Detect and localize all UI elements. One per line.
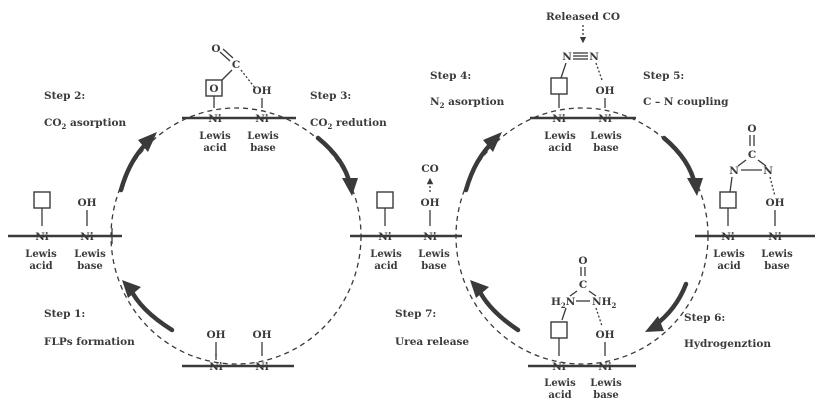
svg-text:Urea release: Urea release: [395, 336, 469, 348]
lewis-acid-label-line1: Lewis: [199, 131, 231, 142]
oxygen-atom: O: [578, 255, 587, 267]
lewis-base-label-line1: Lewis: [418, 249, 450, 260]
lewis-acid-label-line2: acid: [29, 261, 52, 272]
ni-atom: Ni: [423, 231, 437, 243]
svg-text:CO2 redution: CO2 redution: [310, 117, 387, 131]
lewis-base-label-line2: base: [593, 390, 618, 401]
carbon-atom: C: [579, 279, 587, 291]
svg-text:Step 5:: Step 5:: [643, 70, 684, 82]
ni-atom: Ni: [255, 113, 269, 125]
oh-group: OH: [765, 197, 784, 209]
step-1-label: Step 1: FLPs formation: [44, 308, 135, 348]
carbon-atom: C: [232, 59, 240, 71]
svg-text:N2 asorption: N2 asorption: [430, 96, 505, 110]
lewis-base-label-line1: Lewis: [590, 378, 622, 389]
oh-group: OH: [595, 85, 614, 97]
lewis-acid-label-line2: acid: [717, 261, 740, 272]
complex-middle-co-release: Ni CO OH Ni Lewis acid Lewis base: [350, 163, 462, 272]
complex-right-cn-coupled: O C N N Ni OH Ni Lewis acid Lewis base: [695, 123, 815, 272]
lewis-base-label-line2: base: [250, 143, 275, 154]
svg-text:FLPs formation: FLPs formation: [44, 336, 135, 348]
lewis-base-label-line1: Lewis: [590, 131, 622, 142]
lewis-acid-label-line1: Lewis: [370, 249, 402, 260]
lewis-base-label-line1: Lewis: [74, 249, 106, 260]
oh-group: OH: [420, 197, 439, 209]
step-3-label: Step 3: CO2 redution: [310, 90, 387, 131]
complex-left-fresh: Ni OH Ni Lewis acid Lewis base: [8, 191, 122, 272]
left-cycle-arrow-step3: [315, 135, 358, 196]
lewis-acid-label-line1: Lewis: [25, 249, 57, 260]
lewis-base-label-line2: base: [593, 143, 618, 154]
oxygen-atom: O: [211, 43, 220, 55]
oh-group: OH: [77, 197, 96, 209]
lewis-base-label-line2: base: [764, 261, 789, 272]
ni-atom: Ni: [255, 361, 269, 373]
svg-text:C – N coupling: C – N coupling: [643, 96, 729, 108]
lewis-acid-label-line2: acid: [548, 390, 571, 401]
complex-top-co2-adsorbed: O O C Ni OH Ni Lewis acid Lewis base: [182, 43, 296, 154]
step-7-label: Step 7: Urea release: [395, 308, 469, 348]
svg-text:Step 2:: Step 2:: [44, 90, 85, 102]
svg-text:Step 6:: Step 6:: [684, 312, 725, 324]
svg-text:Step 3:: Step 3:: [310, 90, 351, 102]
right-cycle-arrow-step6: [645, 281, 689, 332]
svg-text:Step 4:: Step 4:: [430, 70, 471, 82]
step-2-label: Step 2: CO2 asorption: [44, 90, 126, 131]
oh-group: OH: [252, 85, 271, 97]
lewis-acid-site-box: [550, 77, 568, 95]
lewis-acid-label-line2: acid: [548, 143, 571, 154]
left-cycle-arrow-step2: [118, 132, 157, 193]
ni-atom: Ni: [208, 113, 222, 125]
lewis-acid-label-line2: acid: [203, 143, 226, 154]
complex-top-n2-adsorbed: Released CO N N Ni OH Ni Lewis acid Lewi…: [530, 11, 636, 154]
step-5-label: Step 5: C – N coupling: [643, 70, 729, 108]
oxygen-atom: O: [747, 123, 756, 135]
right-cycle-arrow-step4: [463, 132, 502, 193]
svg-text:Step 7:: Step 7:: [395, 308, 436, 320]
ni-atom: Ni: [378, 231, 392, 243]
ni-atom: Ni: [209, 361, 223, 373]
amine-group-right: NH2: [592, 296, 617, 310]
left-cycle-arrow-step1: [122, 280, 175, 333]
lewis-base-label-line1: Lewis: [247, 131, 279, 142]
complex-bottom-flp: OH Ni OH Ni: [182, 329, 294, 373]
oh-group: OH: [595, 329, 614, 341]
amine-group-left: H2N: [551, 296, 576, 310]
lewis-acid-label-line1: Lewis: [544, 378, 576, 389]
lewis-acid-site-box: [33, 191, 51, 209]
oh-group: OH: [206, 329, 225, 341]
ni-atom: Ni: [35, 231, 49, 243]
oh-group: OH: [252, 329, 271, 341]
right-cycle-arrow-step5: [661, 135, 703, 196]
released-co-label: Released CO: [546, 11, 620, 23]
oxygen-atom: O: [209, 83, 218, 95]
lewis-acid-site-box: [550, 321, 568, 339]
lewis-base-label-line2: base: [421, 261, 446, 272]
nitrogen-atom: N: [589, 51, 599, 63]
lewis-acid-site-box: [376, 191, 394, 209]
right-cycle-arrow-step7: [470, 280, 521, 333]
lewis-acid-site-box: [719, 191, 737, 209]
svg-text:Hydrogenztion: Hydrogenztion: [684, 338, 771, 350]
complex-bottom-urea: O C H2N NH2 Ni OH Ni Lewis acid Lewis ba…: [528, 255, 636, 401]
lewis-acid-label-line2: acid: [374, 261, 397, 272]
ni-atom: Ni: [80, 231, 94, 243]
nitrogen-atom: N: [729, 165, 739, 177]
step-6-label: Step 6: Hydrogenztion: [684, 312, 771, 350]
nitrogen-atom: N: [562, 51, 572, 63]
svg-text:CO2 asorption: CO2 asorption: [44, 117, 126, 131]
lewis-base-label-line2: base: [77, 261, 102, 272]
nitrogen-atom: N: [763, 165, 773, 177]
step-4-label: Step 4: N2 asorption: [430, 70, 505, 110]
carbon-atom: C: [748, 149, 756, 161]
co-molecule: CO: [421, 163, 439, 175]
svg-text:Step 1:: Step 1:: [44, 308, 85, 320]
lewis-acid-label-line1: Lewis: [713, 249, 745, 260]
lewis-base-label-line1: Lewis: [761, 249, 793, 260]
lewis-acid-label-line1: Lewis: [544, 131, 576, 142]
